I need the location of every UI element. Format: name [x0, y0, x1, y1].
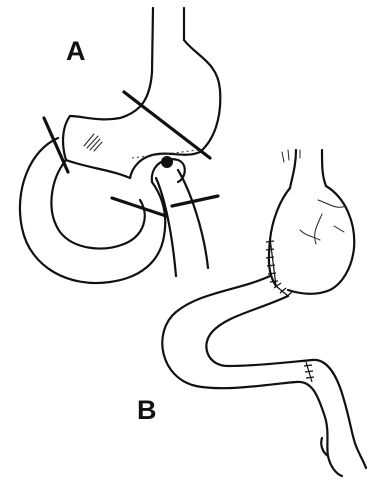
jejunal-loop-inner-b [206, 296, 356, 446]
gastric-vessels-b [300, 200, 346, 244]
distal-staple-b [304, 362, 314, 382]
resection-line-3-a [112, 198, 166, 216]
esophagus-b [290, 150, 326, 188]
duodenum-link-a [66, 160, 130, 178]
jejunum-right-a [178, 170, 208, 268]
resection-line-2-a [124, 92, 210, 158]
hatched-area-a [84, 134, 102, 151]
antrum-a [63, 116, 70, 160]
panel-a-label: A [66, 38, 86, 65]
resection-line-4-a [172, 196, 218, 206]
esophagus-a [152, 8, 184, 72]
panel-a-drawing [20, 8, 220, 283]
ampulla-dot-a [161, 156, 173, 168]
panel-b-drawing [162, 150, 366, 476]
gastric-remnant-b [269, 186, 354, 294]
esophagus-marks-b [282, 150, 300, 162]
panel-b-label: B [137, 397, 157, 424]
